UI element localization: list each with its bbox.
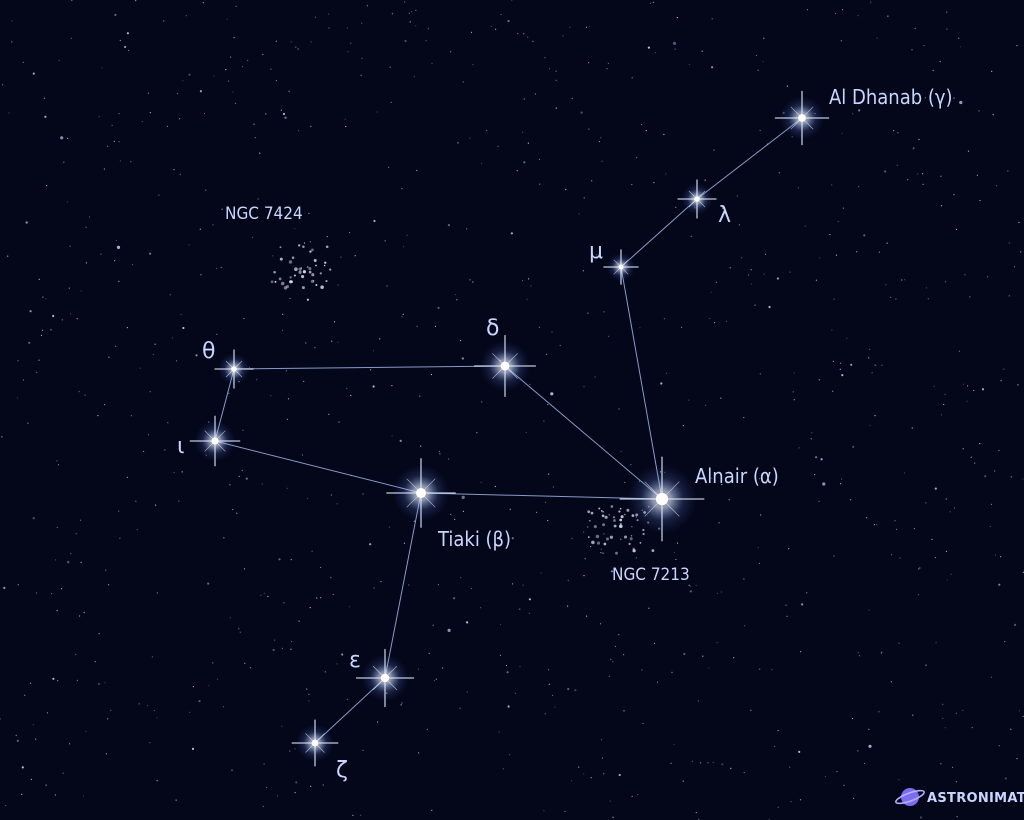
label-tiaki: Tiaki (β) <box>437 527 511 551</box>
line-lambda-mu <box>620 198 698 268</box>
line-tiaki-alnair <box>420 492 663 500</box>
star-mu <box>603 249 639 285</box>
line-mu-alnair <box>620 266 663 500</box>
label-alnair: Alnair (α) <box>695 464 779 488</box>
label-iota: ι <box>177 434 184 459</box>
star-lambda <box>677 179 717 219</box>
label-epsilon: ε <box>349 648 361 673</box>
star-delta <box>473 334 537 398</box>
label-ngc-7424: NGC 7424 <box>225 204 303 224</box>
label-mu: μ <box>589 239 603 264</box>
watermark-text: ASTRONIMATE <box>927 791 1024 806</box>
ngc-7424-cluster <box>270 244 332 290</box>
star-alnair <box>619 456 705 542</box>
line-tiaki-epsilon <box>384 492 422 679</box>
line-iota-tiaki <box>214 440 422 494</box>
star-tiaki <box>386 458 456 528</box>
star-labels: Al Dhanab (γ) λ μ Alnair (α) δ θ ι Tiaki… <box>177 85 953 783</box>
line-delta-theta <box>233 365 506 370</box>
star-iota <box>189 415 241 467</box>
watermark: ASTRONIMATE <box>895 788 1024 806</box>
star-al-dhanab <box>774 90 830 146</box>
star-zeta <box>291 719 339 767</box>
label-al-dhanab: Al Dhanab (γ) <box>829 85 953 109</box>
label-theta: θ <box>202 339 215 364</box>
label-lambda: λ <box>718 203 731 228</box>
star-epsilon <box>355 648 415 708</box>
bright-stars <box>189 90 830 767</box>
label-ngc-7213: NGC 7213 <box>612 565 690 585</box>
star-theta <box>214 349 254 389</box>
label-delta: δ <box>486 316 499 341</box>
label-zeta: ζ <box>336 758 348 783</box>
planet-icon <box>895 788 925 806</box>
